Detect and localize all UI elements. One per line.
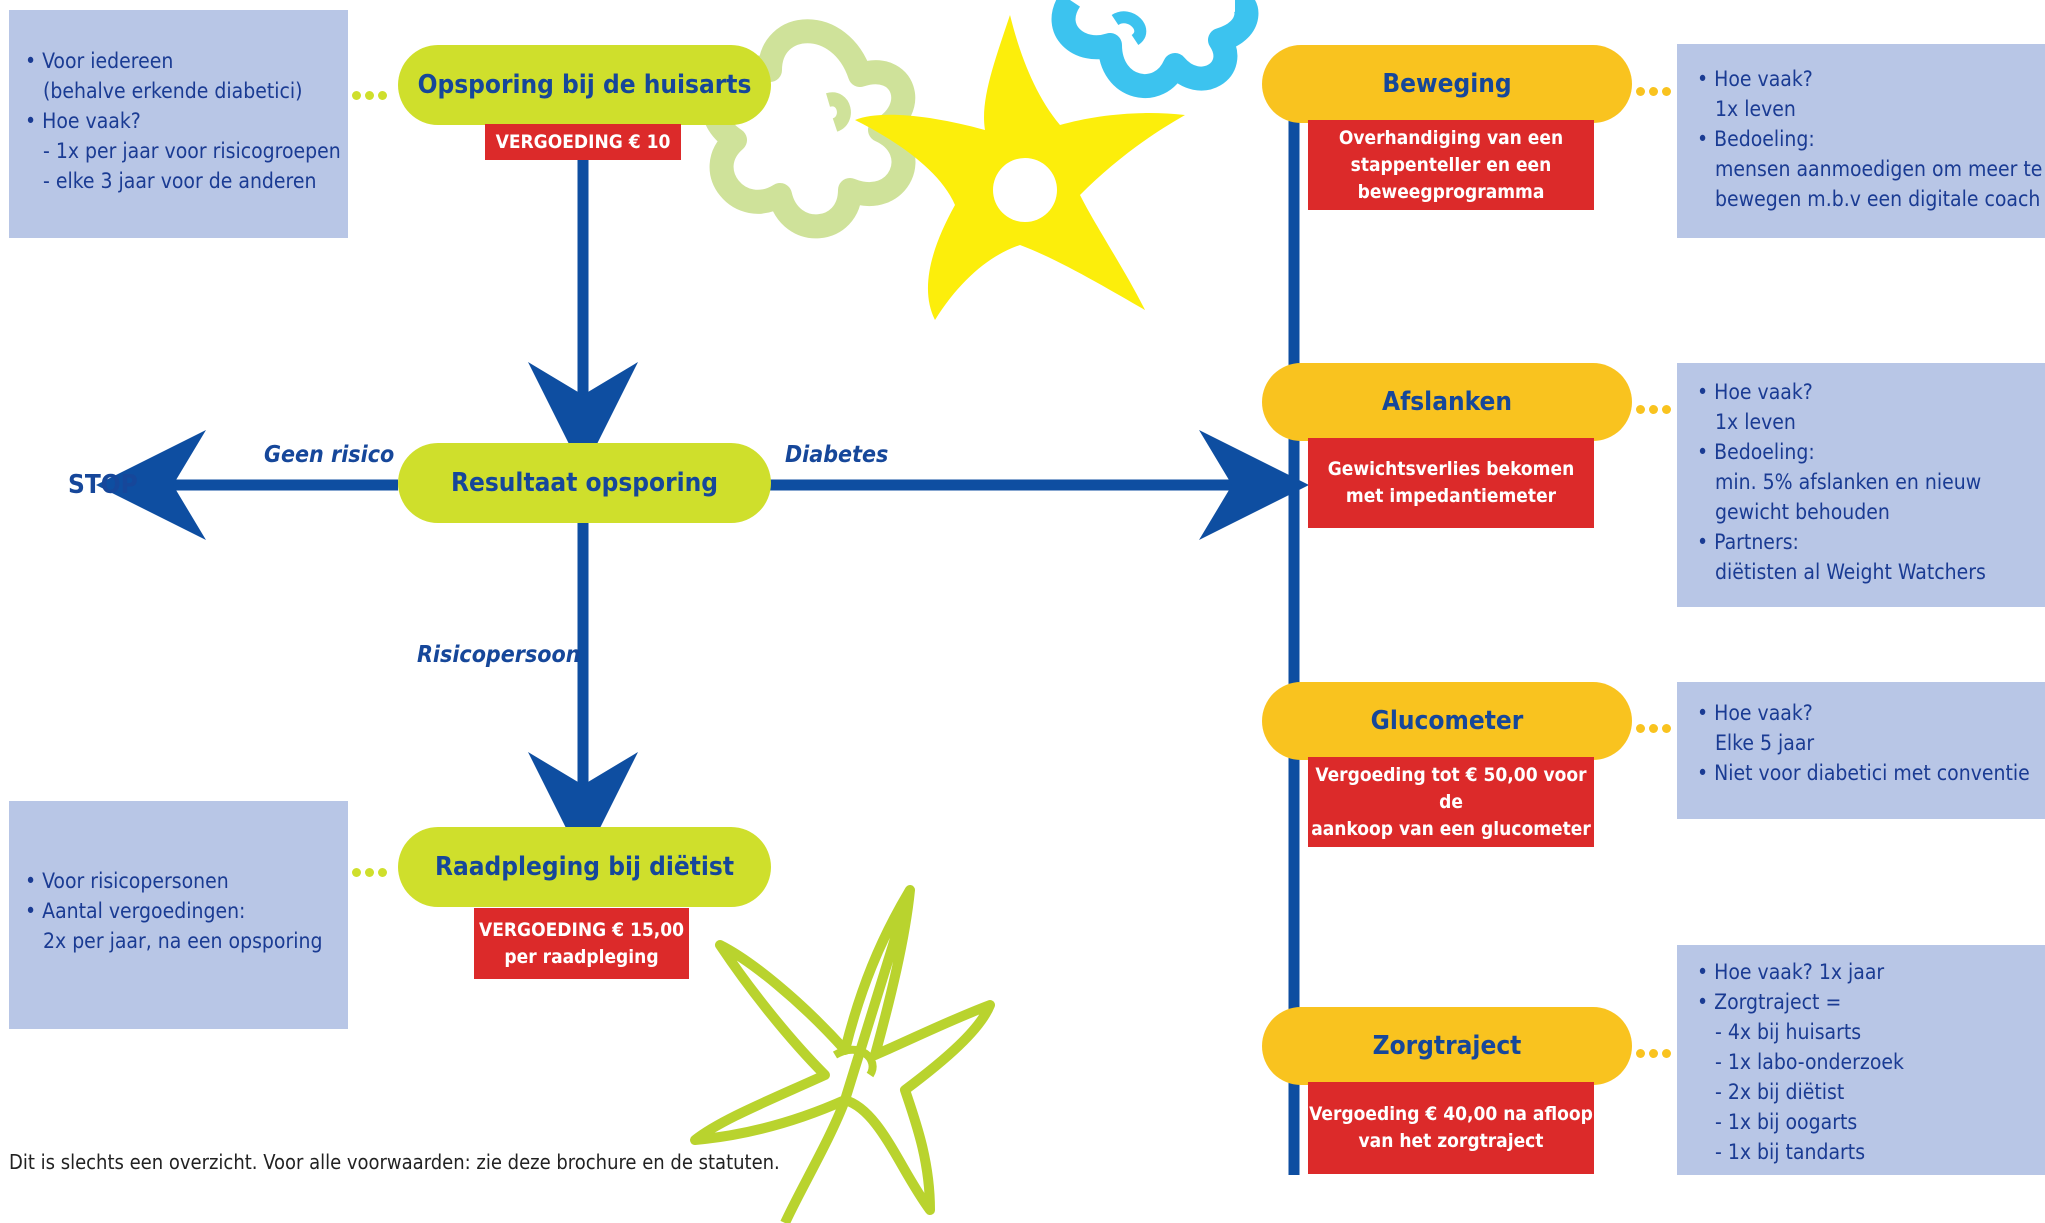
stage-detail-line: aankoop van een glucometer [1311, 817, 1591, 840]
info-line: • Partners: [1697, 530, 1799, 554]
screening-reimbursement: VERGOEDING € 10 [485, 124, 681, 160]
info-line: - 1x bij tandarts [1697, 1140, 1866, 1164]
info-line: • Zorgtraject = [1697, 990, 1842, 1014]
connector-dots [1636, 1043, 1675, 1062]
stage-detail-line: beweegprogramma [1357, 180, 1545, 203]
info-box-afslanken: • Hoe vaak? 1x leven • Bedoeling: min. 5%… [1677, 363, 2045, 607]
info-line: • Bedoeling: [1697, 440, 1815, 464]
node-dietitian-title: Raadpleging bij diëtist [434, 852, 735, 882]
node-zorgtraject: Zorgtraject [1262, 1007, 1632, 1085]
info-line: - 1x per jaar voor risicogroepen [25, 139, 341, 163]
stage-detail-line: Vergoeding € 40,00 na afloop [1309, 1103, 1593, 1125]
info-box-glucometer: • Hoe vaak? Elke 5 jaar • Niet voor diabe… [1677, 682, 2045, 819]
info-line: - 4x bij huisarts [1697, 1020, 1862, 1044]
connector-dots [1636, 399, 1675, 418]
info-line: • Hoe vaak? [1697, 380, 1813, 404]
node-screening: Opsporing bij de huisarts [398, 45, 771, 125]
info-line: • Voor risicopersonen [25, 869, 229, 893]
stage-detail: Gewichtsverlies bekomen met impedantiemet… [1308, 438, 1594, 528]
info-line: • Hoe vaak? [1697, 67, 1813, 91]
info-line: • Niet voor diabetici met conventie [1697, 761, 2030, 785]
info-line: 2x per jaar, na een opsporing [25, 929, 323, 953]
info-box-screening: • Voor iedereen (behalve erkende diabeti… [9, 10, 348, 238]
info-line: bewegen m.b.v een digitale coach [1697, 187, 2041, 211]
info-line: - 1x bij oogarts [1697, 1110, 1858, 1134]
node-beweging: Beweging [1262, 45, 1632, 123]
node-result-title: Resultaat opsporing [450, 468, 719, 498]
info-line: diëtisten al Weight Watchers [1697, 560, 1986, 584]
stage-detail-line: Vergoeding tot € 50,00 voor de [1315, 763, 1587, 813]
footer-note: Dit is slechts een overzicht. Voor alle … [9, 1150, 780, 1174]
flower-outline-lime-icon [690, 885, 995, 1223]
dietitian-reimbursement-line1: VERGOEDING € 15,00 [478, 918, 685, 941]
connector-dots [1636, 718, 1675, 737]
connector-dots [352, 862, 391, 881]
stage-detail: Vergoeding tot € 50,00 voor de aankoop va… [1308, 757, 1594, 847]
label-diabetes: Diabetes [785, 442, 889, 468]
stage-detail-line: Overhandiging van een [1338, 126, 1564, 149]
node-title: Beweging [1382, 69, 1512, 99]
connector-dots [1636, 81, 1675, 100]
label-risk-person: Risicopersoon [417, 642, 581, 668]
info-line: gewicht behouden [1697, 500, 1890, 524]
info-line: Elke 5 jaar [1697, 731, 1815, 755]
stage-detail-line: met impedantiemeter [1345, 485, 1557, 507]
stage-detail: Vergoeding € 40,00 na afloop van het zorg… [1308, 1082, 1594, 1174]
stage-detail: Overhandiging van een stappenteller en ee… [1308, 120, 1594, 210]
info-line: mensen aanmoedigen om meer te [1697, 157, 2043, 181]
label-no-risk: Geen risico [264, 442, 395, 468]
info-line: (behalve erkende diabetici) [25, 79, 303, 103]
node-title: Afslanken [1381, 387, 1513, 417]
info-line: - 1x labo-onderzoek [1697, 1050, 1904, 1074]
flower-outline-cyan-icon [1051, 0, 1259, 98]
info-box-beweging: • Hoe vaak? 1x leven • Bedoeling: mensen … [1677, 44, 2045, 238]
info-line: • Aantal vergoedingen: [25, 899, 246, 923]
node-afslanken: Afslanken [1262, 363, 1632, 441]
info-line: 1x leven [1697, 410, 1796, 434]
node-title: Glucometer [1370, 706, 1524, 736]
dietitian-reimbursement-line2: per raadpleging [504, 945, 659, 968]
info-line: min. 5% afslanken en nieuw [1697, 470, 1982, 494]
node-screening-title: Opsporing bij de huisarts [417, 70, 752, 100]
dietitian-reimbursement: VERGOEDING € 15,00 per raadpleging [474, 908, 689, 979]
node-title: Zorgtraject [1372, 1031, 1522, 1061]
info-line: 1x leven [1697, 97, 1796, 121]
info-box-zorgtraject: • Hoe vaak? 1x jaar • Zorgtraject = - 4x … [1677, 945, 2045, 1175]
info-line: • Hoe vaak? [25, 109, 141, 133]
info-box-dietitian: • Voor risicopersonen • Aantal vergoeding… [9, 801, 348, 1029]
label-stop: STOP [68, 470, 138, 500]
node-dietitian: Raadpleging bij diëtist [398, 827, 771, 907]
info-line: - 2x bij diëtist [1697, 1080, 1845, 1104]
stage-detail-line: stappenteller en een [1350, 153, 1552, 176]
info-line: • Hoe vaak? 1x jaar [1697, 960, 1885, 984]
stage-detail-line: van het zorgtraject [1358, 1130, 1544, 1152]
screening-reimbursement-text: VERGOEDING € 10 [495, 130, 671, 153]
connector-dots [352, 85, 391, 104]
info-line: • Bedoeling: [1697, 127, 1815, 151]
info-line: • Hoe vaak? [1697, 701, 1813, 725]
info-line: - elke 3 jaar voor de anderen [25, 169, 317, 193]
node-glucometer: Glucometer [1262, 682, 1632, 760]
info-line: • Voor iedereen [25, 49, 174, 73]
stage-detail-line: Gewichtsverlies bekomen [1327, 458, 1575, 480]
node-result: Resultaat opsporing [398, 443, 771, 523]
flower-yellow-icon [855, 15, 1185, 320]
